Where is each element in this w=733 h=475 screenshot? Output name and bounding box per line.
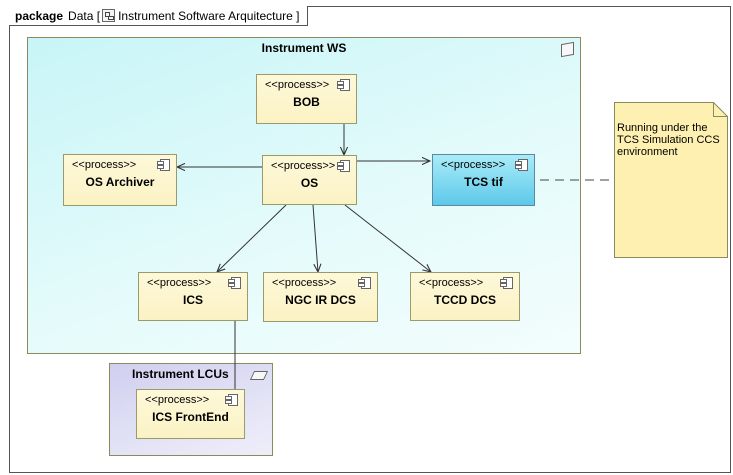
stereotype: <<process>> — [72, 159, 137, 171]
stereotype: <<process>> — [147, 277, 212, 289]
process-ngc-ir-dcs[interactable]: <<process>> NGC IR DCS — [263, 272, 378, 322]
process-ics-frontend[interactable]: <<process>> ICS FrontEnd — [136, 389, 245, 439]
stereotype: <<process>> — [272, 277, 337, 289]
stereotype: <<process>> — [271, 160, 336, 172]
diagram-frame — [9, 6, 731, 473]
process-name: ICS — [182, 293, 203, 307]
stereotype: <<process>> — [441, 159, 506, 171]
process-bob[interactable]: <<process>> BOB — [256, 74, 357, 124]
package-keyword: package — [15, 8, 64, 23]
package-header: package Data [ Instrument Software Arqui… — [9, 6, 309, 26]
process-tcs-tif[interactable]: <<process>> TCS tif — [432, 154, 535, 206]
process-name: OS — [300, 176, 319, 190]
process-name: ICS FrontEnd — [152, 410, 229, 424]
class-diagram-icon — [102, 9, 116, 22]
component-icon — [515, 159, 528, 171]
component-icon — [228, 277, 241, 289]
note-shape — [614, 102, 728, 258]
stereotype: <<process>> — [145, 394, 210, 406]
process-tccd-dcs[interactable]: <<process>> TCCD DCS — [410, 272, 520, 321]
component-icon — [358, 277, 371, 289]
component-icon — [225, 394, 238, 406]
stereotype: <<process>> — [265, 79, 330, 91]
bracket-close: ] — [292, 8, 300, 23]
component-icon — [157, 159, 170, 171]
process-name: NGC IR DCS — [285, 293, 356, 307]
process-os-archiver[interactable]: <<process>> OS Archiver — [63, 154, 177, 206]
process-ics[interactable]: <<process>> ICS — [138, 272, 248, 321]
process-os[interactable]: <<process>> OS — [262, 155, 357, 205]
package-name: Data — [68, 8, 94, 23]
edge-os-ics — [217, 204, 287, 272]
bracket-open: [ — [93, 8, 101, 23]
process-name: BOB — [293, 95, 320, 109]
component-icon — [500, 277, 513, 289]
node-instrument-ws-title: Instrument WS — [261, 41, 347, 55]
process-name: TCCD DCS — [434, 293, 496, 307]
process-name: OS Archiver — [85, 175, 155, 189]
process-name: TCS tif — [464, 175, 503, 189]
node-instrument-lcus-title: Instrument LCUs — [132, 367, 229, 381]
note-text: Running under the TCS Simulation CCS env… — [617, 122, 720, 158]
edge-os-ngc — [312, 204, 318, 272]
component-icon — [337, 160, 350, 172]
component-icon — [337, 79, 350, 91]
stereotype: <<process>> — [419, 277, 484, 289]
edge-os-tccd — [344, 204, 431, 272]
note[interactable]: Running under the TCS Simulation CCS env… — [614, 102, 728, 258]
diagram-name: Instrument Software Arquitecture — [118, 8, 293, 23]
